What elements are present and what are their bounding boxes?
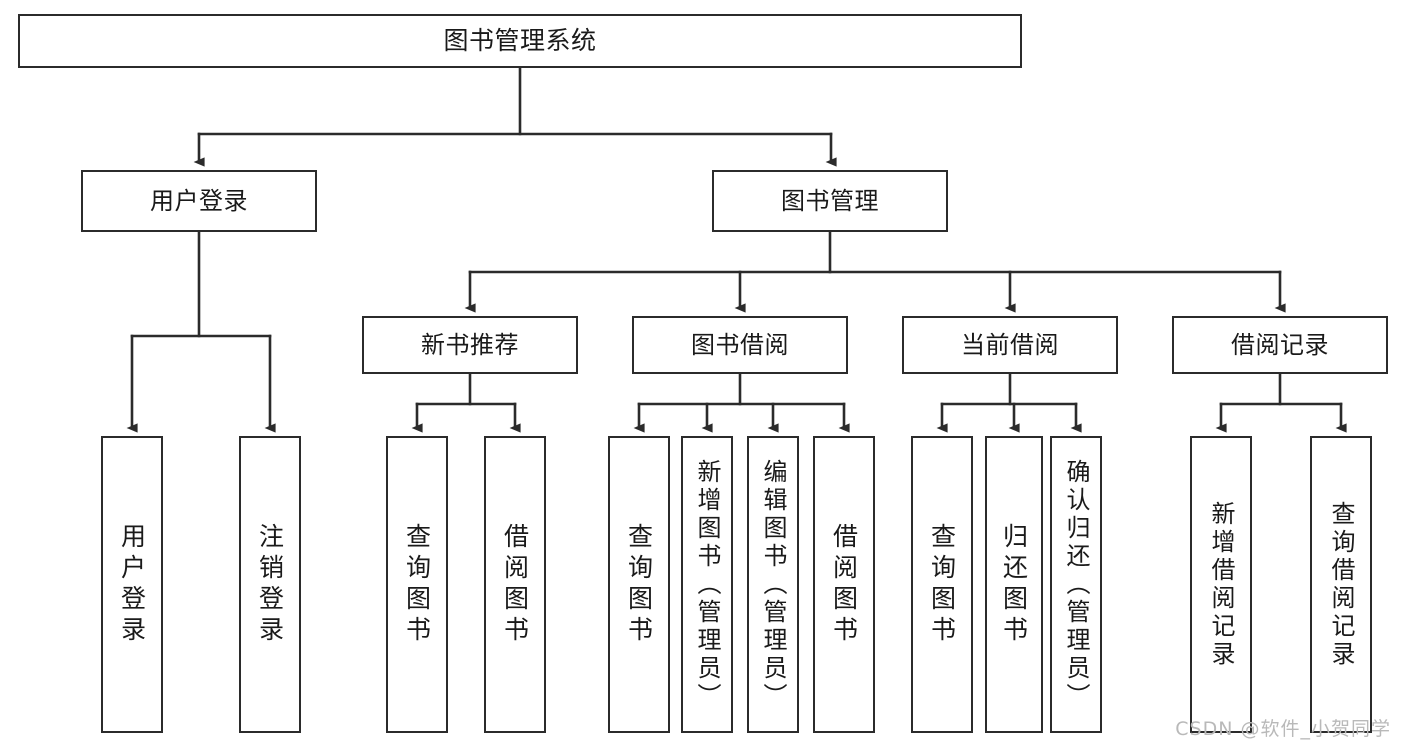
node-label: 图书管理: [781, 186, 879, 215]
node-label: 查询借阅记录: [1327, 500, 1355, 669]
node-root-system[interactable]: 图书管理系统: [18, 14, 1022, 68]
node-label: 查询图书: [927, 522, 957, 647]
node-label: 借阅图书: [500, 522, 530, 647]
node-label: 查询图书: [624, 522, 654, 647]
node-leaf-query-book-3[interactable]: 查询图书: [911, 436, 973, 733]
node-label: 借阅图书: [829, 522, 859, 647]
node-label: 用户登录: [150, 186, 248, 215]
node-leaf-borrow-book-2[interactable]: 借阅图书: [813, 436, 875, 733]
node-book-borrow[interactable]: 图书借阅: [632, 316, 848, 374]
node-leaf-query-record[interactable]: 查询借阅记录: [1310, 436, 1372, 733]
node-label: 图书管理系统: [443, 26, 597, 56]
node-borrow-record[interactable]: 借阅记录: [1172, 316, 1388, 374]
node-label: 借阅记录: [1231, 330, 1329, 359]
node-leaf-return-book[interactable]: 归还图书: [985, 436, 1043, 733]
node-label: 新增图书（管理员）: [693, 458, 721, 711]
node-user-login[interactable]: 用户登录: [81, 170, 317, 232]
node-label: 新增借阅记录: [1207, 500, 1235, 669]
node-label: 图书借阅: [691, 330, 789, 359]
node-label: 注销登录: [255, 522, 285, 647]
node-label: 当前借阅: [961, 330, 1059, 359]
node-label: 编辑图书（管理员）: [759, 458, 787, 711]
node-label: 确认归还（管理员）: [1062, 458, 1090, 711]
node-label: 新书推荐: [421, 330, 519, 359]
node-current-borrow[interactable]: 当前借阅: [902, 316, 1118, 374]
node-leaf-edit-book[interactable]: 编辑图书（管理员）: [747, 436, 799, 733]
node-leaf-borrow-book-1[interactable]: 借阅图书: [484, 436, 546, 733]
node-leaf-query-book-2[interactable]: 查询图书: [608, 436, 670, 733]
node-leaf-query-book-1[interactable]: 查询图书: [386, 436, 448, 733]
node-leaf-add-book[interactable]: 新增图书（管理员）: [681, 436, 733, 733]
node-leaf-add-record[interactable]: 新增借阅记录: [1190, 436, 1252, 733]
node-label: 用户登录: [117, 522, 147, 647]
node-book-manage[interactable]: 图书管理: [712, 170, 948, 232]
node-label: 归还图书: [999, 522, 1029, 647]
node-new-book-rec[interactable]: 新书推荐: [362, 316, 578, 374]
node-leaf-user-login[interactable]: 用户登录: [101, 436, 163, 733]
node-leaf-confirm-return[interactable]: 确认归还（管理员）: [1050, 436, 1102, 733]
node-leaf-logout[interactable]: 注销登录: [239, 436, 301, 733]
node-label: 查询图书: [402, 522, 432, 647]
